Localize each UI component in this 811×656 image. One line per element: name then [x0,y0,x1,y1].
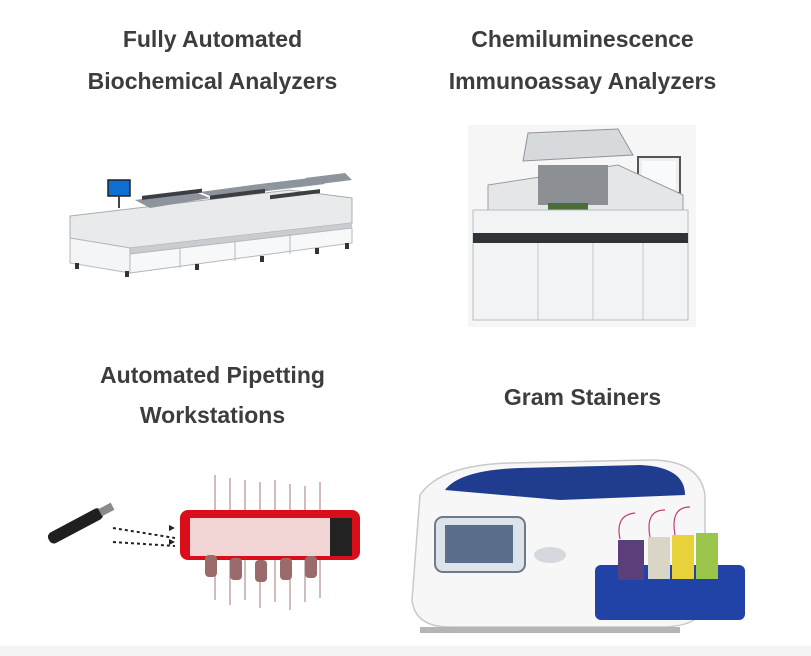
gram-stainers-title: Gram Stainers [410,376,755,418]
biochemical-analyzer-image [69,173,353,277]
immunoassay-analyzers-title: Chemiluminescence Immunoassay Analyzers [410,18,755,102]
pipetting-workstations-title: Automated Pipetting Workstations [40,355,385,435]
gram-stainer-image [411,459,745,633]
title-line: Immunoassay Analyzers [448,68,717,94]
title-line: Gram Stainers [503,384,662,410]
biochemical-analyzers-title: Fully Automated Biochemical Analyzers [40,18,385,102]
title-line: Automated Pipetting [100,362,325,388]
pipetting-workstation-image [47,475,360,610]
title-line: Biochemical Analyzers [87,68,338,94]
title-line: Workstations [139,402,286,428]
title-line: Fully Automated [122,26,303,52]
page-bottom-strip [0,646,811,656]
title-line: Chemiluminescence [471,26,694,52]
immunoassay-analyzer-image [468,125,696,327]
